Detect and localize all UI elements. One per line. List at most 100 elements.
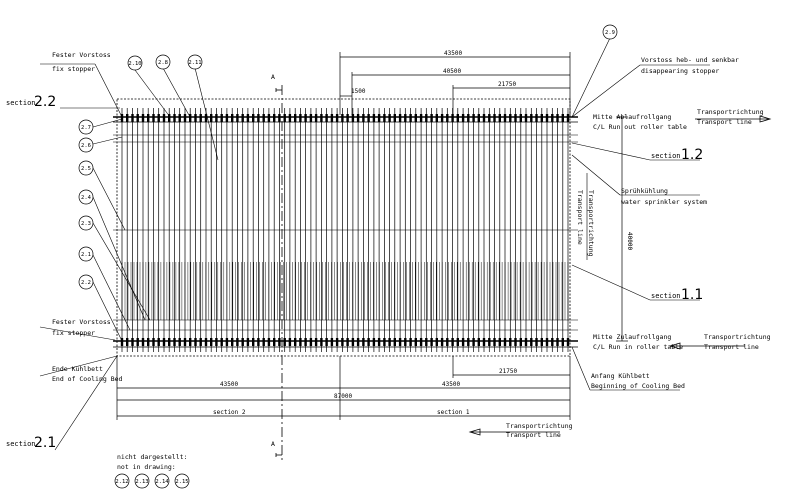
roller-mark bbox=[409, 114, 412, 122]
roller-mark bbox=[152, 338, 155, 346]
roller-mark bbox=[215, 114, 218, 122]
bubble-2-11: 2.11 bbox=[187, 54, 203, 70]
dim-87000: 87000 bbox=[334, 393, 352, 400]
roller-mark bbox=[509, 114, 512, 122]
roller-mark bbox=[194, 114, 197, 122]
roller-mark bbox=[252, 114, 255, 122]
roller-mark bbox=[419, 114, 423, 122]
roller-mark bbox=[278, 114, 281, 122]
roller-mark bbox=[147, 338, 150, 346]
bed-frame bbox=[113, 98, 578, 357]
section-2-1-word: section bbox=[6, 440, 36, 448]
roller-mark bbox=[141, 114, 145, 122]
bubble-2-12-text: 2.12 bbox=[115, 479, 128, 485]
bubble-2-1: 2.1 bbox=[78, 246, 94, 262]
section-1-1-word: section bbox=[651, 292, 681, 300]
roller-mark bbox=[404, 338, 407, 346]
roller-mark bbox=[561, 114, 564, 122]
roller-mark bbox=[493, 338, 496, 346]
roller-mark bbox=[152, 114, 155, 122]
roller-mark bbox=[141, 338, 145, 346]
dim-43500-right: 43500 bbox=[442, 381, 460, 388]
bubble-2-8-text: 2.8 bbox=[158, 60, 168, 66]
vertical-transport-en: Transport line bbox=[576, 190, 584, 245]
transport-top-de: Transportrichtung bbox=[697, 108, 764, 116]
roller-mark bbox=[168, 114, 171, 122]
roller-mark bbox=[419, 338, 423, 346]
roller-mark bbox=[304, 114, 307, 122]
roller-mark bbox=[231, 114, 234, 122]
roller-mark bbox=[210, 338, 213, 346]
roller-mark bbox=[477, 338, 480, 346]
roller-mark bbox=[241, 338, 244, 346]
roller-mark bbox=[225, 338, 229, 346]
bubble-2-2-text: 2.2 bbox=[81, 280, 91, 286]
roller-mark bbox=[393, 114, 396, 122]
roller-mark bbox=[231, 338, 234, 346]
transport-bottom-de: Transportrichtung bbox=[506, 422, 573, 430]
roller-mark bbox=[561, 338, 564, 346]
roller-mark bbox=[199, 338, 202, 346]
roller-mark bbox=[199, 114, 202, 122]
bubble-2-2: 2.2 bbox=[78, 274, 94, 290]
roller-mark bbox=[456, 338, 459, 346]
section-2-bottom-label: section 2 bbox=[213, 409, 246, 416]
roller-mark bbox=[220, 338, 223, 346]
bubble-2-1-text: 2.1 bbox=[81, 252, 91, 258]
bubble-2-5-text: 2.5 bbox=[81, 166, 91, 172]
bubble-2-4-text: 2.4 bbox=[81, 195, 92, 201]
bubble-2-4: 2.4 bbox=[78, 189, 94, 205]
roller-mark bbox=[540, 114, 543, 122]
roller-mark bbox=[461, 114, 465, 122]
dim-40500: 40500 bbox=[443, 68, 461, 75]
cl-runin-label: C/L Run in roller table bbox=[593, 343, 683, 351]
roller-mark bbox=[294, 338, 297, 346]
roller-mark bbox=[530, 338, 533, 346]
transport-bottom-en: Transport line bbox=[506, 431, 561, 439]
roller-mark bbox=[362, 338, 365, 346]
roller-mark bbox=[335, 338, 339, 346]
roller-mark bbox=[283, 114, 286, 122]
roller-mark bbox=[330, 114, 334, 122]
roller-mark bbox=[377, 114, 381, 122]
transport-arrows bbox=[468, 115, 772, 436]
cooling-bed-lines bbox=[120, 108, 570, 352]
roller-mark bbox=[514, 338, 517, 346]
roller-mark bbox=[388, 338, 391, 346]
roller-mark bbox=[398, 114, 402, 122]
roller-mark bbox=[425, 114, 428, 122]
roller-mark bbox=[456, 114, 459, 122]
roller-mark bbox=[556, 338, 559, 346]
bubble-2-9: 2.9 bbox=[602, 24, 618, 40]
bottom-dimensions bbox=[116, 356, 571, 420]
roller-mark bbox=[314, 338, 318, 346]
bubble-2-3-text: 2.3 bbox=[81, 221, 91, 227]
roller-mark bbox=[398, 338, 402, 346]
roller-mark bbox=[262, 338, 265, 346]
roller-mark bbox=[383, 338, 386, 346]
transport-mid-de: Transportrichtung bbox=[704, 333, 771, 341]
roller-mark bbox=[446, 338, 449, 346]
roller-mark bbox=[451, 114, 454, 122]
roller-mark bbox=[435, 338, 438, 346]
roller-mark bbox=[530, 114, 533, 122]
roller-mark bbox=[477, 114, 480, 122]
roller-mark bbox=[524, 114, 528, 122]
fix-stopper-top: fix stopper bbox=[52, 65, 95, 73]
roller-mark bbox=[314, 114, 318, 122]
roller-mark bbox=[535, 338, 538, 346]
roller-mark bbox=[566, 338, 570, 346]
roller-mark bbox=[309, 338, 313, 346]
roller-mark bbox=[509, 338, 512, 346]
roller-mark bbox=[294, 114, 297, 122]
roller-mark bbox=[393, 338, 396, 346]
roller-mark bbox=[288, 338, 292, 346]
roller-mark bbox=[524, 338, 528, 346]
roller-mark bbox=[168, 338, 171, 346]
anfang-kuhlbett-label: Anfang Kühlbett bbox=[591, 372, 650, 380]
roller-mark bbox=[267, 114, 271, 122]
transport-top-en: Transport line bbox=[697, 118, 752, 126]
section-1-bottom-label: section 1 bbox=[437, 409, 470, 416]
roller-mark bbox=[435, 114, 438, 122]
end-cooling-bed-label: End of Cooling Bed bbox=[52, 375, 123, 383]
